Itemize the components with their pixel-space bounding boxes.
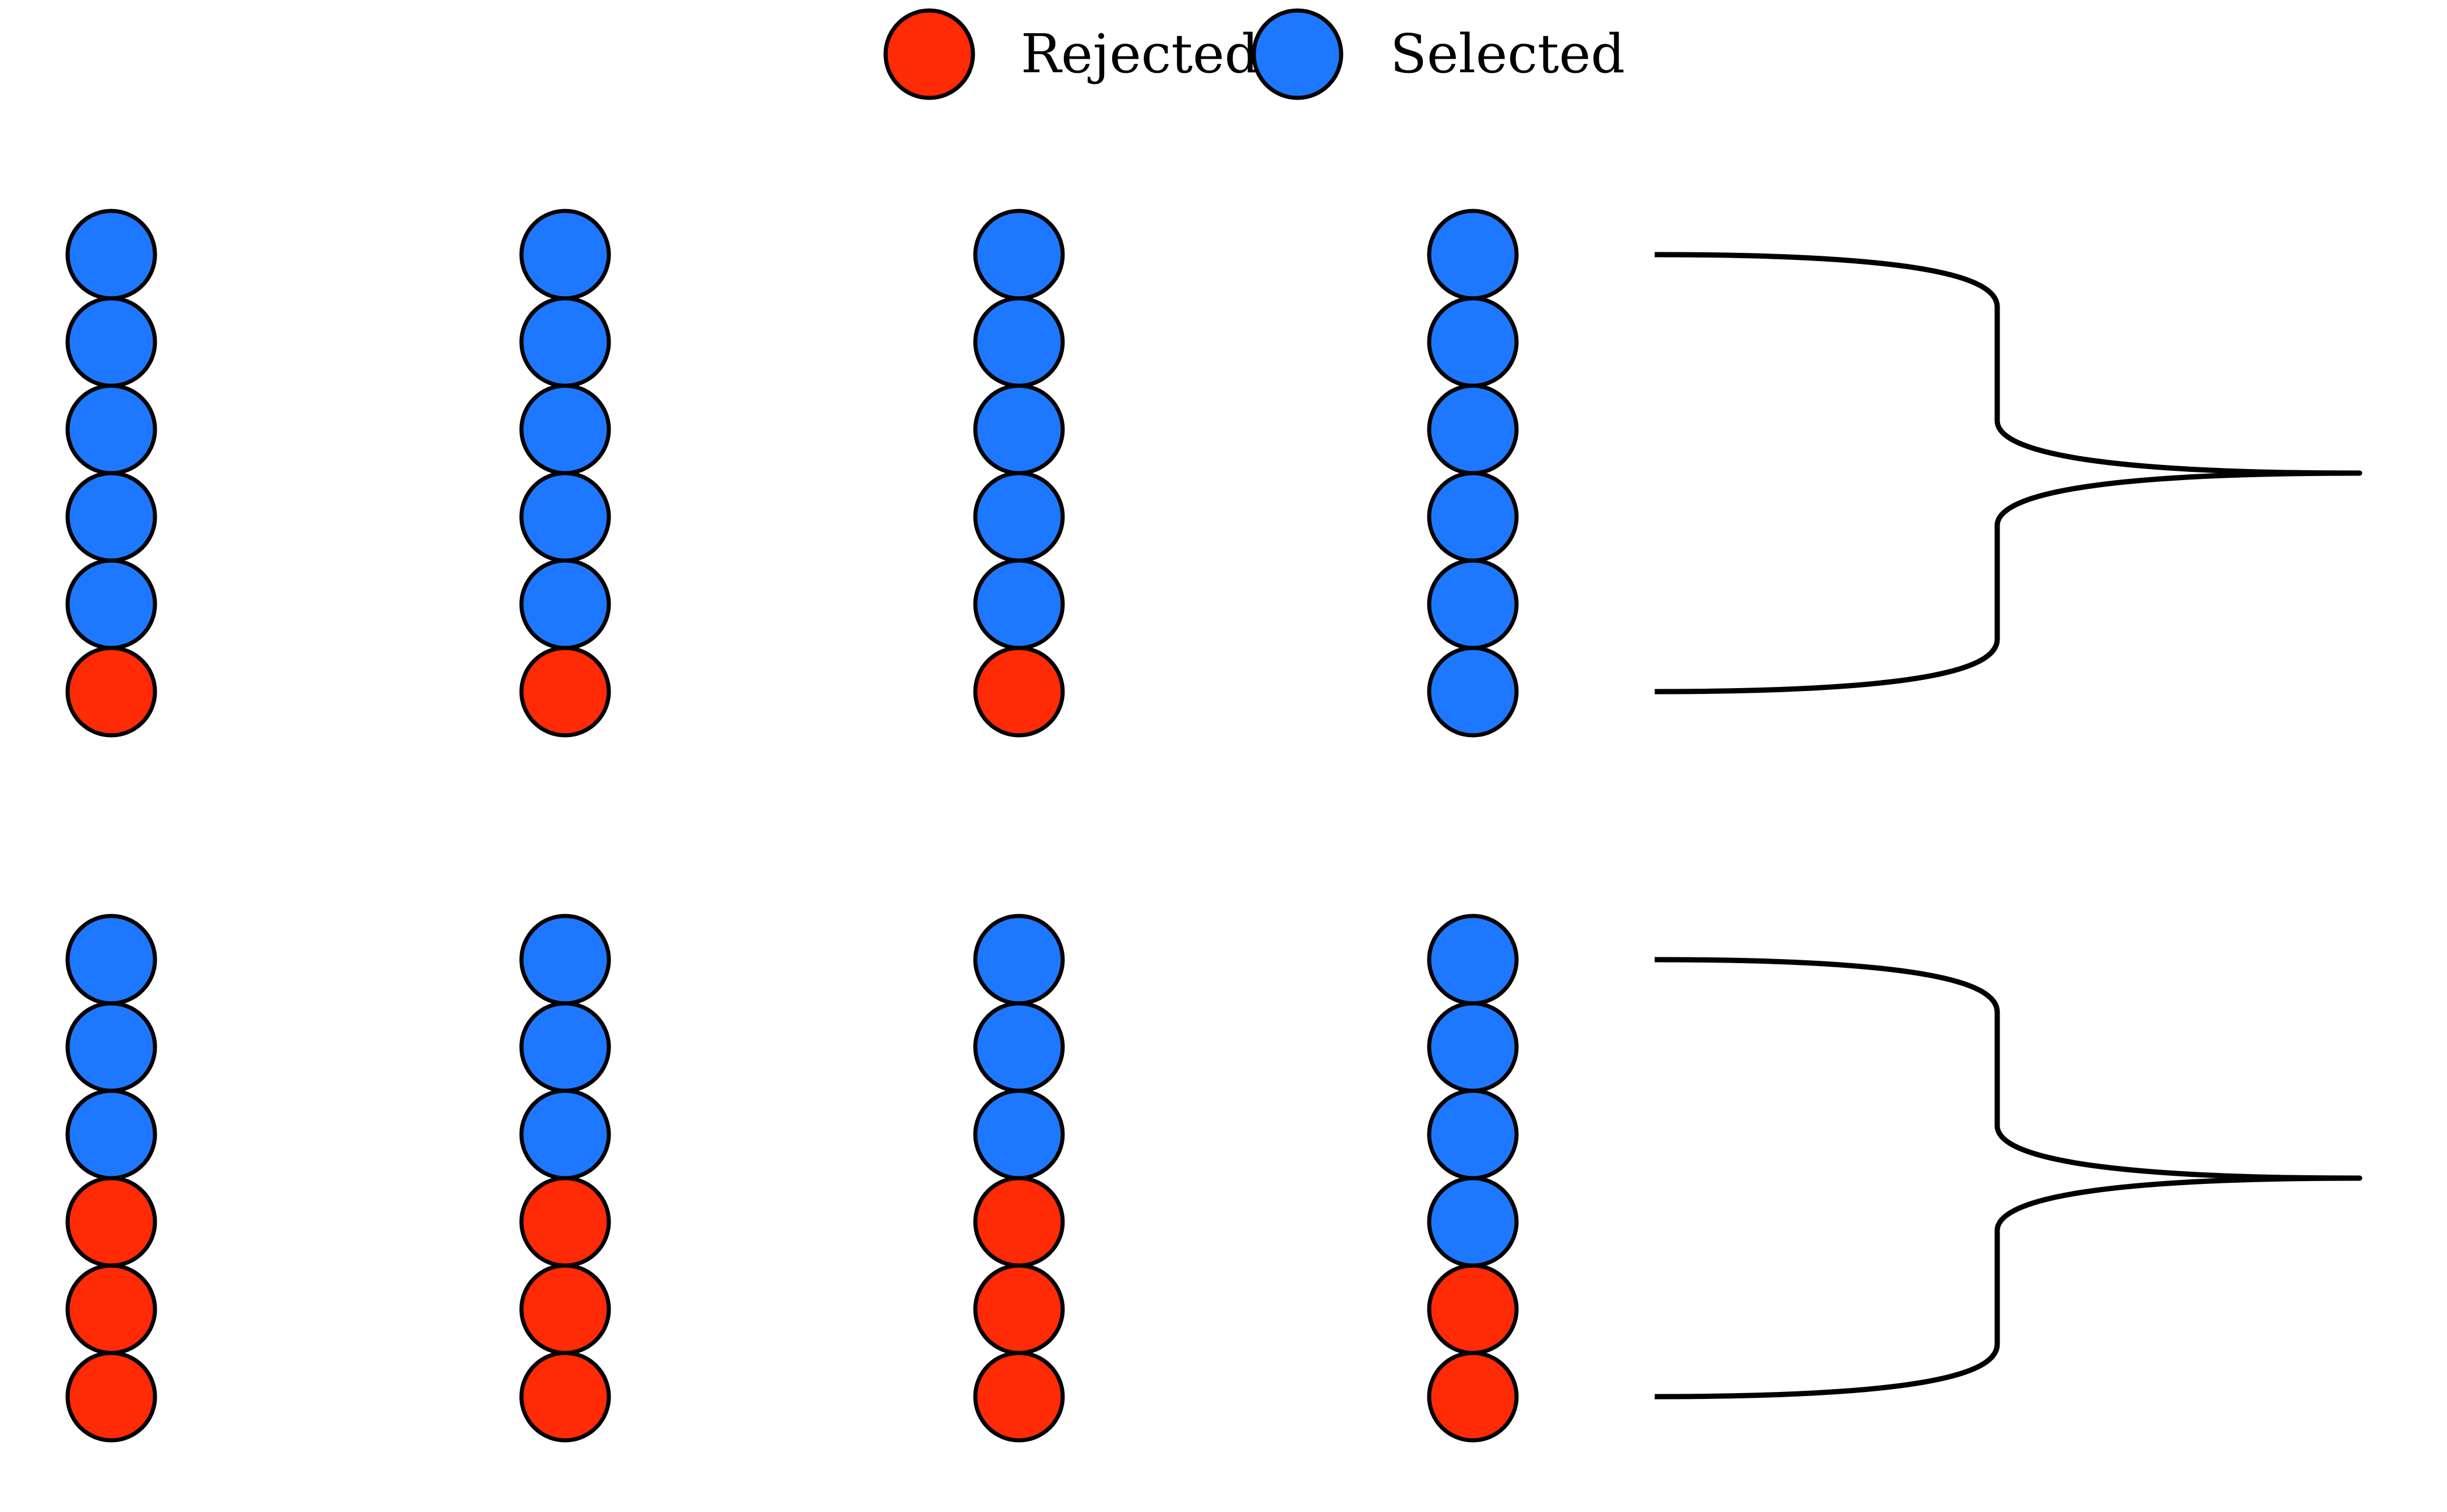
column-4 [1427,914,1519,1443]
selected-dot [65,1001,157,1093]
rejected-dot [65,1176,157,1268]
selected-dot [973,1001,1065,1093]
selected-dot [973,296,1065,388]
selected-dot [1427,914,1519,1006]
legend-selected-label: Selected [1390,23,1625,85]
rejected-dot [1427,1351,1519,1443]
selected-dot [1427,209,1519,301]
rejected-dot [973,646,1065,738]
group-1 [65,209,2363,738]
rejected-dot [519,1176,611,1268]
rejected-dot [519,646,611,738]
selected-dot [973,471,1065,563]
selected-dot [65,209,157,301]
column-2 [519,209,611,738]
rejected-dot [973,1263,1065,1355]
selected-dot [519,558,611,650]
rejected-dot [973,1351,1065,1443]
rejected-dot [519,1351,611,1443]
selected-dot [65,383,157,475]
selected-dot [519,1088,611,1180]
group-2 [65,914,2363,1443]
legend: Rejected Selected [883,8,1625,100]
selected-dot [1427,1001,1519,1093]
rejected-dot [65,1351,157,1443]
selected-dot [973,914,1065,1006]
curly-brace-icon [1654,957,2363,1400]
selected-dot [65,296,157,388]
column-3 [973,914,1065,1443]
selected-dot [65,471,157,563]
rejected-dot [519,1263,611,1355]
selected-dot [519,209,611,301]
curly-brace-icon [1654,252,2363,695]
selected-dot [519,914,611,1006]
column-3 [973,209,1065,738]
selected-dot [519,383,611,475]
selected-dot [1427,1088,1519,1180]
selected-dot [519,1001,611,1093]
rejected-dot [1427,1263,1519,1355]
selected-dot [1427,296,1519,388]
selected-dot [1427,471,1519,563]
selected-dot [1427,1176,1519,1268]
selected-dot [1427,558,1519,650]
groups [65,209,2363,1443]
selected-dot [1427,383,1519,475]
selected-dot [973,558,1065,650]
selected-dot [973,209,1065,301]
selected-dot [519,471,611,563]
selected-dot [65,914,157,1006]
selected-dot [973,383,1065,475]
legend-rejected-swatch [883,8,975,100]
rejected-dot [65,646,157,738]
legend-selected-swatch [1251,8,1344,100]
rejected-dot [65,1263,157,1355]
rejected-dot [973,1176,1065,1268]
column-1 [65,209,157,738]
column-4 [1427,209,1519,738]
selected-dot [65,1088,157,1180]
legend-rejected-label: Rejected [1021,23,1259,85]
column-2 [519,914,611,1443]
column-1 [65,914,157,1443]
selected-dot [519,296,611,388]
selected-dot [65,558,157,650]
selected-dot [973,1088,1065,1180]
selected-dot [1427,646,1519,738]
